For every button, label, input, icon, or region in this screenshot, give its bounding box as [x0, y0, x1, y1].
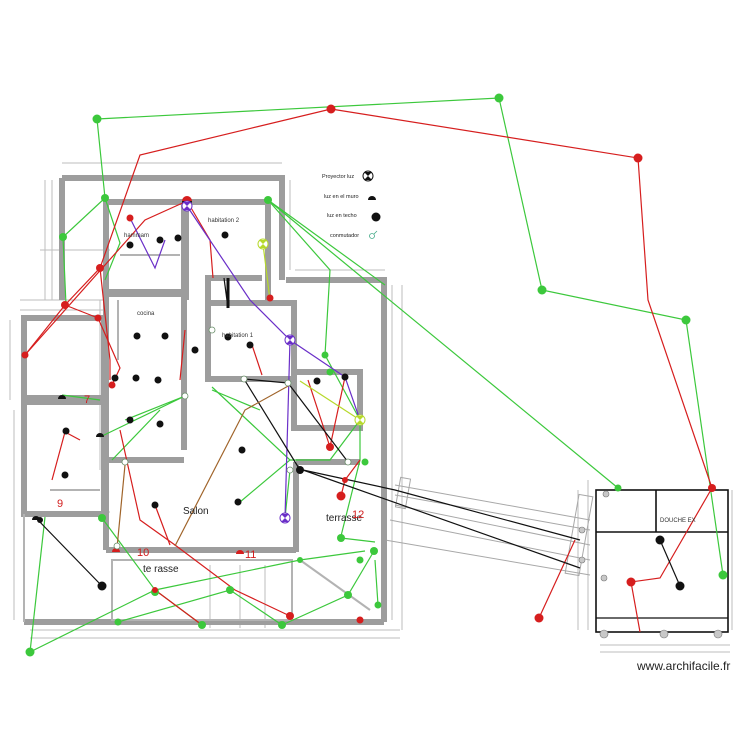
shower-fixtures [578, 490, 723, 639]
room-label-terrace-bottom: te rasse [143, 564, 179, 575]
number-11: 11 [245, 549, 256, 561]
slanted-passage [384, 476, 594, 577]
shower-block [595, 489, 729, 633]
green-wires [29, 97, 724, 653]
watermark: www.archifacile.fr [636, 659, 730, 673]
thin-walls [23, 254, 371, 622]
ceiling-light-icon [371, 212, 381, 222]
switch-nodes [113, 326, 352, 550]
yellow-wires [262, 243, 361, 421]
legend: Proyector luz luz en el muro luz en tech… [322, 170, 381, 239]
black-wires [35, 277, 681, 587]
purple-wires [129, 205, 361, 519]
wall-light-icon [368, 196, 376, 200]
projector-nodes [181, 200, 366, 524]
legend-wall-light-label: luz en el muro [324, 194, 359, 200]
switch-icon [369, 230, 378, 239]
legend-ceiling-light-label: luz en techo [327, 213, 357, 219]
red-nodes [21, 104, 716, 624]
number-10: 10 [137, 547, 149, 559]
legend-projector-label: Proyector luz [322, 174, 354, 180]
projector-icon [362, 170, 374, 182]
room-label-bedroom1: habitation 1 [222, 333, 254, 339]
legend-switch-label: conmutador [330, 233, 359, 239]
ceiling-light-nodes [37, 231, 685, 591]
room-label-bedroom2: habitation 2 [208, 218, 240, 224]
room-label-shower: DOUCHE EX [660, 518, 696, 524]
number-9: 9 [57, 498, 63, 510]
green-nodes [25, 93, 728, 657]
room-label-salon: Salon [183, 506, 209, 517]
brown-wires [116, 384, 291, 549]
room-label-terrace-right: terrasse [326, 513, 363, 524]
room-label-hammam: hammam [124, 233, 149, 239]
number-7: 7 [84, 394, 90, 406]
room-label-kitchen: cocina [137, 311, 155, 317]
number-12: 12 [352, 509, 364, 521]
